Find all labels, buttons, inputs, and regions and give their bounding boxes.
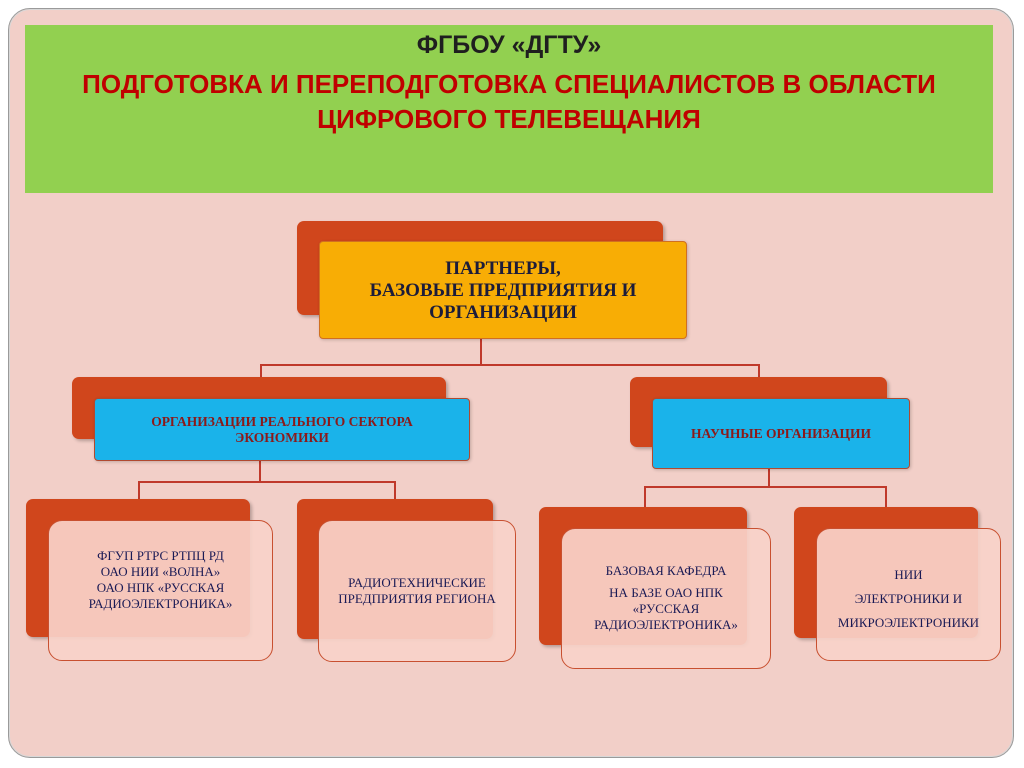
leaf-fgup-line-1: ФГУП РТРС РТПЦ РД	[97, 548, 224, 563]
connector-left-leaf-2	[394, 481, 396, 499]
leaf-nii-line-3: МИКРОЭЛЕКТРОНИКИ	[837, 615, 980, 630]
root-node: ПАРТНЕРЫ, БАЗОВЫЕ ПРЕДПРИЯТИЯ И ОРГАНИЗА…	[319, 241, 687, 339]
branch-science-label: НАУЧНЫЕ ОРГАНИЗАЦИИ	[653, 426, 909, 442]
leaf-fgup-line-2: ОАО НИИ «ВОЛНА»	[100, 564, 221, 579]
connector-right-bar	[644, 486, 887, 488]
root-node-label: ПАРТНЕРЫ, БАЗОВЫЕ ПРЕДПРИЯТИЯ И ОРГАНИЗА…	[320, 258, 686, 324]
leaf-nii-label: НИИ ЭЛЕКТРОНИКИ И МИКРОЭЛЕКТРОНИКИ	[817, 563, 1000, 635]
leaf-kafedra-line-2: НА БАЗЕ ОАО НПК	[609, 585, 723, 600]
leaf-fgup: ФГУП РТРС РТПЦ РД ОАО НИИ «ВОЛНА» ОАО НП…	[48, 520, 273, 661]
root-line-2: БАЗОВЫЕ ПРЕДПРИЯТИЯ И	[369, 280, 637, 301]
header-banner: ФГБОУ «ДГТУ» ПОДГОТОВКА И ПЕРЕПОДГОТОВКА…	[25, 25, 993, 193]
leaf-nii-line-2: ЭЛЕКТРОНИКИ И	[854, 591, 963, 606]
connector-right-branch	[758, 364, 760, 378]
connector-left-down	[259, 461, 261, 482]
connector-root-down	[480, 339, 482, 365]
connector-left-bar	[138, 481, 396, 483]
connector-right-leaf-1	[644, 486, 646, 507]
header-title: ФГБОУ «ДГТУ»	[416, 31, 602, 59]
header-subtitle: ПОДГОТОВКА И ПЕРЕПОДГОТОВКА СПЕЦИАЛИСТОВ…	[25, 67, 993, 137]
leaf-radio-line-2: ПРЕДПРИЯТИЯ РЕГИОНА	[338, 591, 496, 606]
leaf-radio-label: РАДИОТЕХНИЧЕСКИЕ ПРЕДПРИЯТИЯ РЕГИОНА	[319, 575, 515, 607]
branch-real-sector-label: ОРГАНИЗАЦИИ РЕАЛЬНОГО СЕКТОРА ЭКОНОМИКИ	[95, 414, 469, 446]
leaf-fgup-label: ФГУП РТРС РТПЦ РД ОАО НИИ «ВОЛНА» ОАО НП…	[49, 548, 272, 612]
root-line-1: ПАРТНЕРЫ,	[445, 258, 561, 279]
leaf-fgup-line-3: ОАО НПК «РУССКАЯ	[96, 580, 225, 595]
branch-real-sector-line-2: ЭКОНОМИКИ	[235, 430, 329, 445]
header-subtitle-line-2: ЦИФРОВОГО ТЕЛЕВЕЩАНИЯ	[317, 104, 701, 134]
leaf-fgup-line-4: РАДИОЭЛЕКТРОНИКА»	[88, 596, 233, 611]
leaf-kafedra-line-3: «РУССКАЯ	[632, 601, 700, 616]
branch-science-line-1: НАУЧНЫЕ ОРГАНИЗАЦИИ	[690, 426, 871, 441]
connector-left-branch	[260, 364, 262, 378]
connector-root-bar	[260, 364, 760, 366]
leaf-nii-line-1: НИИ	[894, 567, 923, 582]
root-line-3: ОРГАНИЗАЦИИ	[429, 302, 577, 323]
branch-real-sector: ОРГАНИЗАЦИИ РЕАЛЬНОГО СЕКТОРА ЭКОНОМИКИ	[94, 398, 470, 461]
leaf-nii: НИИ ЭЛЕКТРОНИКИ И МИКРОЭЛЕКТРОНИКИ	[816, 528, 1001, 661]
connector-left-leaf-1	[138, 481, 140, 499]
header-subtitle-line-1: ПОДГОТОВКА И ПЕРЕПОДГОТОВКА СПЕЦИАЛИСТОВ…	[82, 69, 936, 99]
leaf-radio: РАДИОТЕХНИЧЕСКИЕ ПРЕДПРИЯТИЯ РЕГИОНА	[318, 520, 516, 662]
leaf-kafedra-line-1: БАЗОВАЯ КАФЕДРА	[605, 563, 727, 578]
slide-frame: ФГБОУ «ДГТУ» ПОДГОТОВКА И ПЕРЕПОДГОТОВКА…	[8, 8, 1014, 758]
connector-right-down	[768, 469, 770, 487]
branch-real-sector-line-1: ОРГАНИЗАЦИИ РЕАЛЬНОГО СЕКТОРА	[151, 414, 413, 429]
leaf-kafedra-line-4: РАДИОЭЛЕКТРОНИКА»	[594, 617, 738, 632]
leaf-radio-line-1: РАДИОТЕХНИЧЕСКИЕ	[348, 575, 486, 590]
branch-science: НАУЧНЫЕ ОРГАНИЗАЦИИ	[652, 398, 910, 469]
leaf-kafedra: БАЗОВАЯ КАФЕДРА НА БАЗЕ ОАО НПК «РУССКАЯ…	[561, 528, 771, 669]
leaf-kafedra-label: БАЗОВАЯ КАФЕДРА НА БАЗЕ ОАО НПК «РУССКАЯ…	[562, 563, 770, 633]
connector-right-leaf-2	[885, 486, 887, 507]
